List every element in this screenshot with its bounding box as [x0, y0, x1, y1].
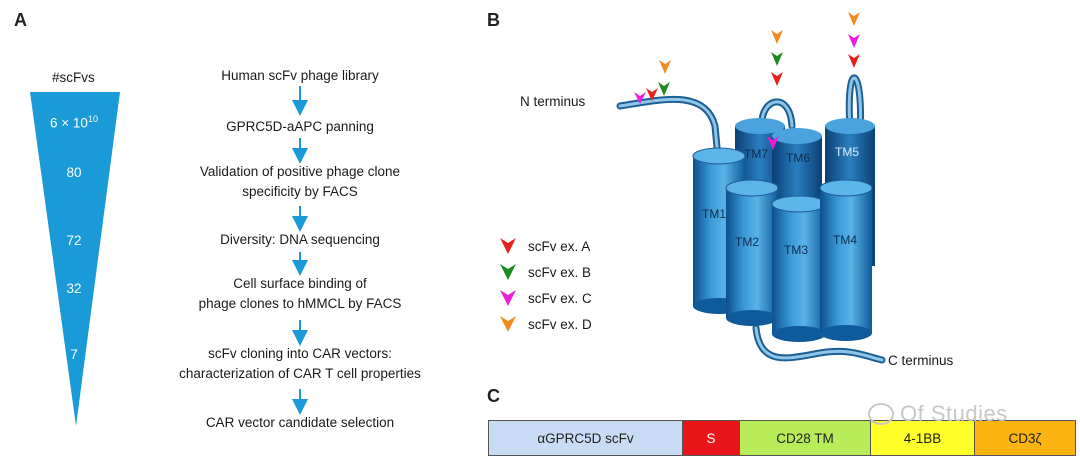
helix-tm3	[771, 195, 827, 342]
legend-icons	[500, 238, 516, 332]
epitope-marker-tm6	[767, 136, 779, 150]
legend-arrowhead-b-icon	[500, 264, 516, 280]
arrowhead-icon	[646, 88, 658, 101]
epitope-marker-group-loop-tm4-tm5	[848, 12, 860, 68]
arrowhead-icon	[848, 34, 860, 48]
step-6: scFv cloning into CAR vectors:characteri…	[179, 346, 421, 381]
arrowhead-icon	[848, 54, 860, 68]
funnel-value-0: 6 × 1010	[50, 114, 98, 131]
arrowhead-icon	[658, 82, 670, 96]
helix-label-tm5: TM5	[835, 145, 859, 159]
funnel-value-4: 7	[70, 347, 78, 362]
watermark-logo-icon	[868, 403, 894, 426]
arrowhead-icon	[771, 72, 783, 86]
construct-segment-cd3z: CD3ζ	[974, 420, 1076, 456]
legend-arrowhead-c-icon	[500, 290, 516, 306]
legend-label-b: scFv ex. B	[528, 265, 592, 280]
funnel-header: #scFvs	[52, 70, 95, 85]
panel-label-a: A	[14, 10, 27, 30]
helix-tm2	[725, 179, 779, 326]
panel-label-b: B	[487, 10, 500, 30]
legend-arrowhead-d-icon	[500, 316, 516, 332]
legend-label-a: scFv ex. A	[528, 239, 591, 254]
step-2: GPRC5D-aAPC panning	[226, 119, 374, 134]
construct-segment-cd28tm: CD28 TM	[739, 420, 871, 456]
helix-tm4	[819, 179, 873, 341]
n-terminus-label: N terminus	[520, 94, 586, 109]
construct-segment-scfv: αGPRC5D scFv	[488, 420, 683, 456]
helix-label-tm7: TM7	[744, 147, 768, 161]
helix-label-tm6: TM6	[786, 151, 810, 165]
workflow-arrows	[292, 86, 308, 415]
gpcr-receptor-diagram: TM1 TM2 TM3 TM4 TM5 TM6 TM7 N terminus C…	[520, 12, 954, 368]
arrowhead-icon	[634, 92, 646, 104]
c-terminus-label: C terminus	[888, 353, 954, 368]
arrowhead-icon	[848, 12, 860, 26]
funnel-value-1: 80	[66, 165, 82, 180]
legend-label-d: scFv ex. D	[528, 317, 592, 332]
epitope-marker-group-n-terminus	[634, 60, 671, 104]
arrowhead-icon	[659, 60, 671, 74]
arrowhead-icon	[771, 30, 783, 44]
construct-segment-spacer: S	[682, 420, 740, 456]
panel-label-c: C	[487, 386, 500, 406]
funnel-triangle	[30, 92, 120, 426]
step-4: Diversity: DNA sequencing	[220, 232, 380, 247]
funnel-value-3: 32	[66, 281, 82, 296]
legend-arrowhead-a-icon	[500, 238, 516, 254]
arrowhead-icon	[767, 136, 779, 150]
funnel-value-2: 72	[66, 233, 82, 248]
helix-label-tm2: TM2	[735, 235, 759, 249]
step-1: Human scFv phage library	[221, 68, 379, 83]
helix-label-tm3: TM3	[784, 243, 808, 257]
construct-segment-41bb: 4-1BB	[870, 420, 975, 456]
epitope-marker-group-loop-tm6-tm7	[771, 30, 783, 86]
step-7: CAR vector candidate selection	[205, 415, 395, 430]
watermark: Of Studies	[868, 400, 1008, 427]
legend-label-c: scFv ex. C	[528, 291, 592, 306]
helix-label-tm1: TM1	[702, 207, 726, 221]
arrowhead-icon	[771, 52, 783, 66]
helix-label-tm4: TM4	[833, 233, 857, 247]
